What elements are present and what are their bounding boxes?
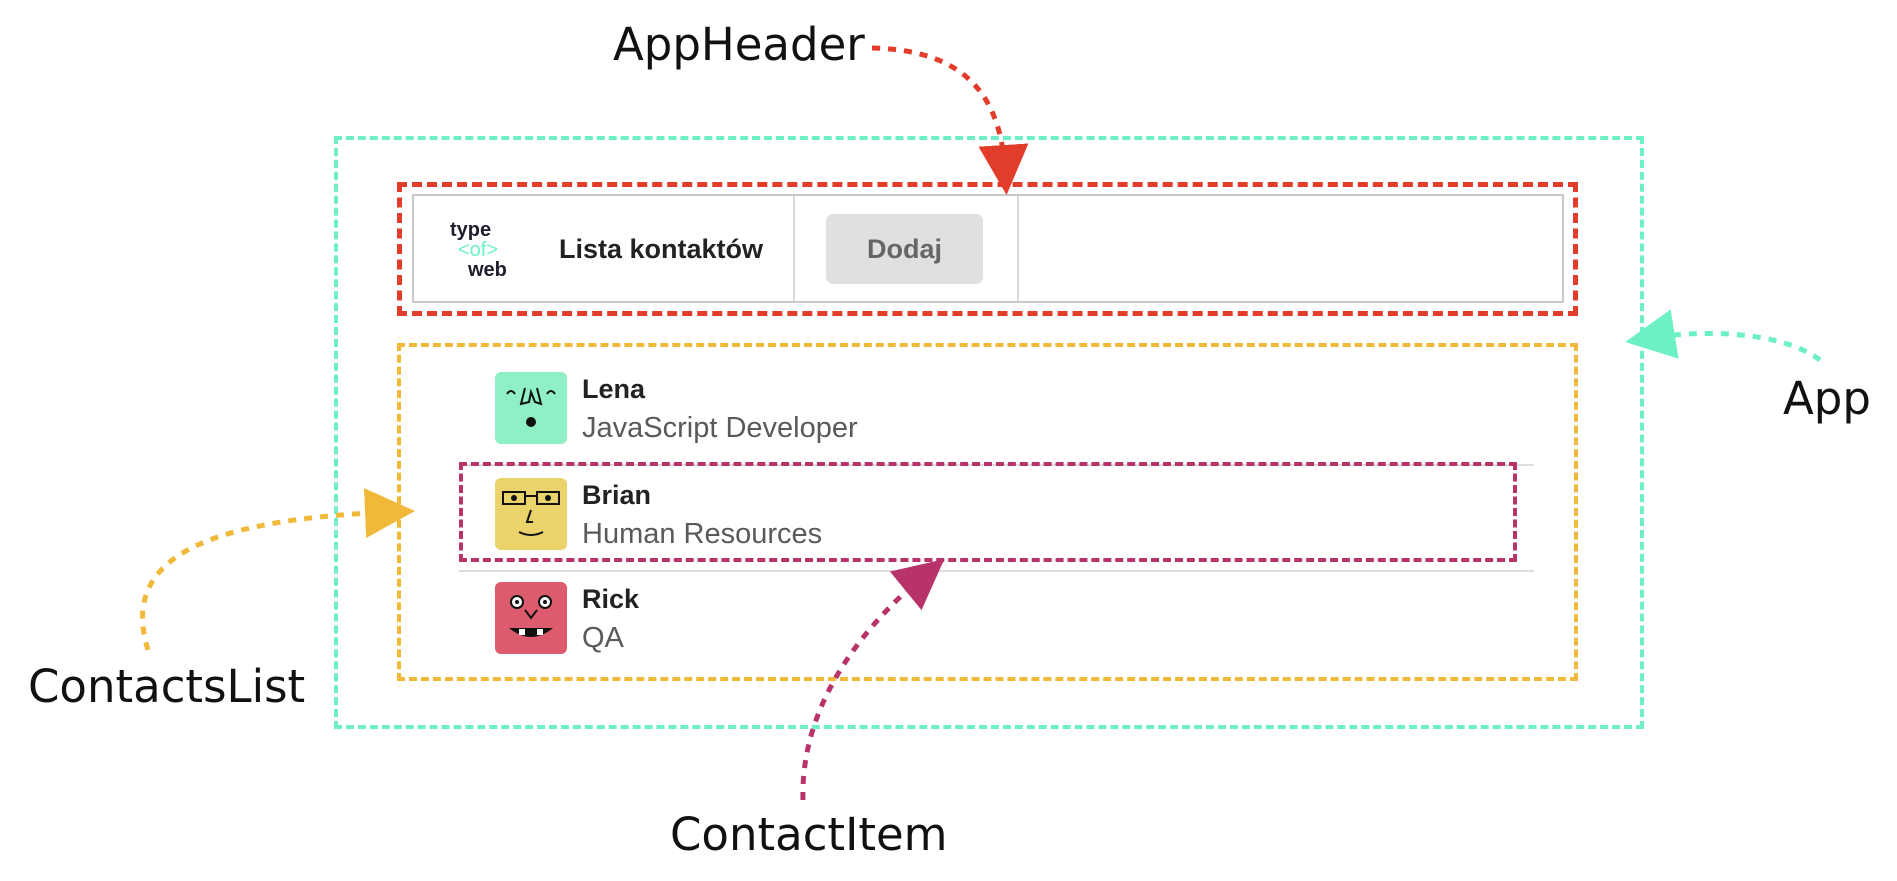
contact-name: Lena (582, 374, 646, 404)
list-item[interactable]: Brian Human Resources (495, 478, 1535, 552)
logo-line-1: type (450, 219, 492, 241)
contact-role: QA (582, 622, 624, 654)
add-contact-button[interactable]: Dodaj (826, 214, 983, 284)
header-divider (1017, 196, 1019, 301)
contact-item-arrow (800, 559, 945, 801)
app-header-bar: type <of> web Lista kontaktów Dodaj (412, 194, 1564, 303)
app-label: App (1783, 372, 1871, 425)
contact-role: Human Resources (582, 518, 823, 550)
contacts-list-arrow (140, 488, 415, 651)
contact-name: Rick (582, 584, 640, 614)
contacts-list-label: ContactsList (28, 660, 306, 713)
header-divider (793, 196, 795, 301)
list-item[interactable]: Rick QA (495, 582, 1535, 656)
avatar (495, 478, 567, 550)
app-component-box (334, 136, 1644, 729)
contact-item-component-box (459, 462, 1517, 562)
contact-name: Brian (582, 480, 652, 510)
app-header-arrow (871, 45, 1029, 195)
list-item[interactable]: Lena JavaScript Developer (495, 372, 1535, 446)
contact-role: JavaScript Developer (582, 412, 858, 444)
logo-line-3: web (468, 259, 507, 281)
contact-item-label: ContactItem (670, 808, 948, 861)
logo-line-2: <of> (458, 239, 499, 261)
list-separator (459, 570, 1534, 572)
app-arrow (1625, 309, 1822, 363)
page-title: Lista kontaktów (559, 234, 764, 264)
typeofweb-logo[interactable]: type <of> web (450, 220, 507, 280)
avatar (495, 372, 567, 444)
app-header-label: AppHeader (613, 18, 865, 71)
avatar (495, 582, 567, 654)
